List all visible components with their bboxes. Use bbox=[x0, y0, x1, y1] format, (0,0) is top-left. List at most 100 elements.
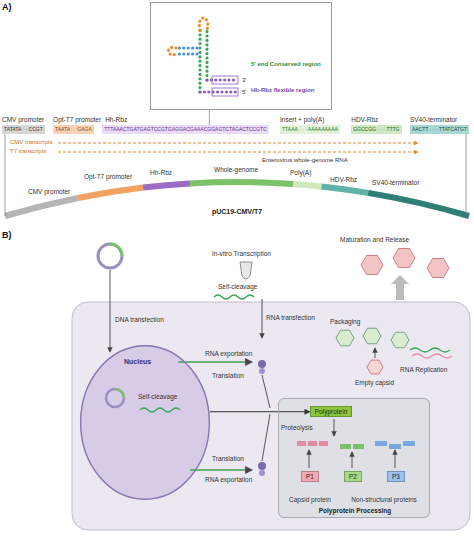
protein-fragment bbox=[375, 441, 387, 446]
rna-strand bbox=[214, 295, 254, 299]
step-label: RNA exportation bbox=[205, 476, 252, 483]
node-text: P3 bbox=[392, 473, 400, 480]
sequence-text: TATATA · · CCGT bbox=[2, 125, 45, 134]
node-text: P1 bbox=[306, 473, 314, 480]
ribosome bbox=[258, 360, 266, 368]
plasmid-icon bbox=[106, 389, 124, 407]
virion bbox=[336, 330, 354, 346]
plasmid-arc bbox=[5, 182, 469, 216]
plasmid-part-label: CMV promoter bbox=[28, 188, 70, 195]
plasmid-part-label: Hh-Rbz bbox=[150, 169, 172, 176]
flow-arrow bbox=[375, 348, 376, 358]
structure-inset: 5' end Conserved regionHh-Rbz flexible r… bbox=[150, 2, 332, 110]
rna-hairpin bbox=[200, 80, 236, 92]
step-label: Proteolysis bbox=[281, 424, 313, 431]
flow-arrow bbox=[395, 450, 396, 468]
protein-box: P1 bbox=[301, 471, 319, 482]
ribosome bbox=[259, 368, 265, 374]
flow-arrow bbox=[262, 375, 270, 408]
flow-arrow bbox=[262, 299, 263, 338]
rna-strand bbox=[140, 295, 452, 470]
rna-strand bbox=[190, 469, 252, 470]
sequence-segment: Hh-RbzTTTAAACTGATGAGTCCGTGAGGACGAAACGGAG… bbox=[102, 125, 269, 134]
protein-fragment bbox=[403, 441, 415, 446]
plasmid-part-label: SV40-terminator bbox=[372, 179, 419, 186]
protein-box: P2 bbox=[344, 471, 362, 482]
sequence-segment: HDV-RbzGGCCGG · · · TTTG bbox=[351, 125, 401, 134]
panel-letter: B) bbox=[2, 230, 12, 240]
rna-strand bbox=[140, 408, 180, 412]
virion bbox=[367, 360, 383, 374]
strand-end: 3' bbox=[242, 77, 246, 84]
protein-fragment bbox=[319, 441, 328, 446]
sequence-box-outline bbox=[212, 76, 238, 96]
flow-arrow bbox=[110, 270, 395, 468]
nucleus-outline bbox=[80, 345, 210, 500]
protein-fragment bbox=[308, 441, 317, 446]
node-text: Hh-Rbz flexible region bbox=[251, 87, 314, 94]
leader-line bbox=[209, 110, 210, 125]
flow-arrow bbox=[352, 452, 353, 468]
sequence-segment: CMV promoterTATATA · · CCGT bbox=[2, 125, 45, 134]
virion bbox=[427, 259, 449, 278]
flow-arrow bbox=[110, 270, 111, 352]
nucleus-fill bbox=[80, 345, 210, 500]
rna-hairpin bbox=[169, 18, 237, 92]
protein-fragment bbox=[297, 441, 415, 449]
segment-label: Insert + poly(A) bbox=[280, 116, 324, 123]
transcript-line bbox=[58, 143, 418, 144]
leader-line bbox=[5, 134, 6, 216]
processing-fill bbox=[278, 398, 430, 518]
segment-label: HDV-Rbz bbox=[351, 116, 378, 123]
rna-strand bbox=[410, 348, 450, 352]
sequence-box-outline bbox=[212, 76, 238, 84]
test-tube bbox=[240, 262, 252, 279]
node-text: 5' end Conserved region bbox=[251, 61, 321, 68]
segment-label: Opt-T7 promoter bbox=[53, 116, 101, 123]
leader-line bbox=[466, 134, 469, 216]
flow-arrow bbox=[262, 414, 270, 461]
node-text: P2 bbox=[349, 473, 357, 480]
rna-strand bbox=[412, 354, 452, 358]
ribosome bbox=[258, 462, 266, 470]
region-label: Enterovirus whole-genome RNA bbox=[262, 157, 348, 164]
plasmid-icon bbox=[110, 244, 122, 256]
plasmid-map: pUC19-CMV/T7 bbox=[5, 168, 469, 226]
node-text: Nucleus bbox=[124, 358, 151, 366]
polyprotein-box: Polyprotein bbox=[310, 406, 353, 417]
plasmid-arc bbox=[5, 182, 469, 216]
step-label: RNA transfection bbox=[266, 314, 315, 321]
protein-box: P3 bbox=[387, 471, 405, 482]
plasmid-icon bbox=[98, 244, 122, 268]
node-text: pUC19-CMV/T7 bbox=[212, 208, 262, 216]
panel-letter: A) bbox=[2, 2, 12, 12]
virion bbox=[391, 332, 409, 348]
rna-hairpin bbox=[176, 48, 197, 54]
flow-arrow bbox=[334, 419, 335, 436]
plasmid-part-label: Poly(A) bbox=[290, 169, 311, 176]
ribosome bbox=[259, 470, 265, 476]
sequence-segment: Insert + poly(A)TTAAA · · · AAAAAAAAA bbox=[280, 125, 340, 134]
step-label: Self-cleavage bbox=[218, 283, 257, 290]
segment-label: CMV promoter bbox=[2, 116, 44, 123]
node-text: Non-structural proteins bbox=[351, 496, 417, 503]
nucleus: NucleusSelf-cleavage bbox=[80, 345, 210, 500]
plasmid-arc bbox=[5, 182, 469, 216]
plasmid-part-label: Whole-genome bbox=[214, 166, 258, 173]
release-arrow bbox=[391, 275, 409, 300]
rna-hairpin bbox=[205, 30, 208, 80]
sequence-text: TTAAA · · · AAAAAAAAA bbox=[280, 125, 340, 134]
plasmid-arc bbox=[5, 182, 469, 216]
plasmid-icon bbox=[115, 389, 124, 398]
rna-hairpin bbox=[169, 47, 177, 54]
sequence-text: TAATA · · GAGA bbox=[53, 125, 94, 134]
step-label: In-vitro Transcription bbox=[212, 250, 271, 257]
rna-hairpin bbox=[199, 18, 207, 30]
protein-fragment bbox=[353, 444, 364, 449]
plasmid-arc bbox=[5, 182, 469, 216]
plasmid-arc bbox=[5, 182, 469, 216]
step-label: Packaging bbox=[330, 318, 360, 325]
step-label: RNA exportation bbox=[205, 350, 252, 357]
segment-label: SV40-terminator bbox=[410, 116, 457, 123]
